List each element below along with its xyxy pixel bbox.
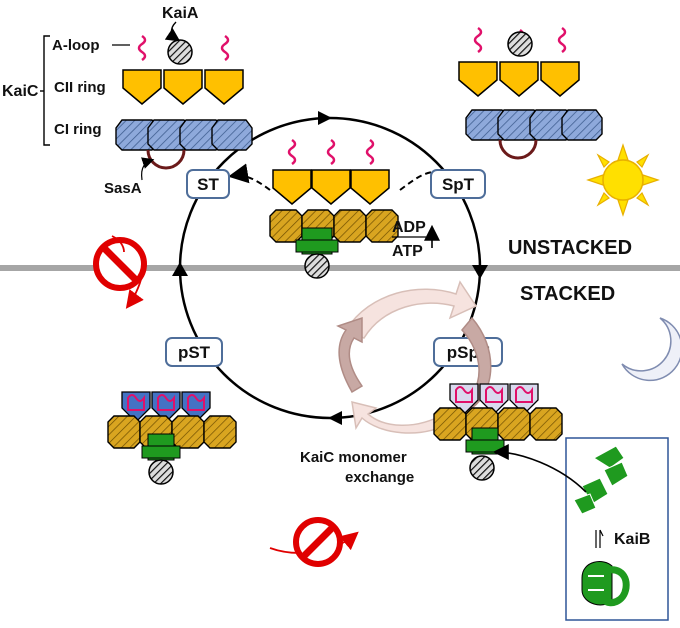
- kaic-pspt-complex: [433, 383, 563, 481]
- unstacked-label: UNSTACKED: [508, 237, 632, 259]
- a-loop-icon: [137, 34, 147, 62]
- adp-label: ADP: [392, 219, 426, 236]
- sun-icon: [586, 143, 660, 217]
- a-loop-label: A-loop: [52, 37, 99, 54]
- kaib-box: KaiB: [492, 437, 669, 621]
- cii-subunit: [122, 69, 162, 105]
- exchange-label-line1: KaiC monomer: [300, 449, 407, 466]
- atp-label: ATP: [392, 243, 423, 260]
- cii-subunit: [204, 69, 244, 105]
- kaib-ground-icon: [581, 561, 630, 607]
- exchange-label-line2: exchange: [345, 469, 414, 486]
- cycle-arrow-bottom: [328, 411, 342, 425]
- stacked-label: STACKED: [520, 283, 615, 305]
- legend-kaic: KaiC A-loop CII ring CI ring KaiA SasA: [2, 5, 253, 197]
- kaia-icon: [148, 459, 174, 485]
- a-loop-icon: [473, 26, 483, 54]
- sasa-icon: [146, 149, 186, 170]
- kaic-label: KaiC: [2, 83, 39, 100]
- state-box-spt: SpT: [430, 169, 486, 199]
- sasa-icon: [498, 139, 538, 160]
- kaic-center-complex: [228, 138, 433, 279]
- cii-ring-label: CII ring: [54, 79, 106, 96]
- no-rotation-icon: [93, 235, 147, 309]
- adp-atp-ratio: ADP ATP: [392, 219, 440, 260]
- cycle-arrow-right: [472, 265, 488, 279]
- cycle-arrow-top: [318, 111, 332, 125]
- a-loop-icon: [326, 138, 336, 166]
- kaia-icon: [167, 39, 193, 65]
- ci-ring: [115, 119, 253, 151]
- a-loop-icon: [365, 138, 375, 166]
- state-pst-label: pST: [178, 343, 211, 362]
- state-box-pspt: pSpT: [433, 337, 503, 367]
- kaib-active-icon: [573, 445, 629, 515]
- kaic-pst-complex: [107, 391, 237, 485]
- no-rotation-icon: [269, 517, 359, 567]
- sasa-label: SasA: [104, 180, 142, 197]
- state-st-label: ST: [197, 175, 219, 194]
- a-loop-icon: [557, 26, 567, 54]
- ci-ring-label: CI ring: [54, 121, 102, 138]
- a-loop-icon: [220, 34, 230, 62]
- kaia-icon: [304, 253, 330, 279]
- state-box-pst: pST: [165, 337, 223, 367]
- state-box-st: ST: [186, 169, 230, 199]
- a-loop-icon: [287, 138, 297, 166]
- cycle-circle: [172, 111, 488, 425]
- moon-icon: [621, 317, 680, 382]
- cycle-arrow-left: [172, 262, 188, 276]
- state-spt-label: SpT: [442, 175, 475, 194]
- kaia-icon: [469, 455, 495, 481]
- kaic-kaia-complex: [458, 26, 603, 160]
- cii-subunit: [163, 69, 203, 105]
- kaia-icon: [507, 31, 533, 57]
- kaib-label: KaiB: [614, 531, 650, 548]
- kaia-label: KaiA: [162, 5, 199, 22]
